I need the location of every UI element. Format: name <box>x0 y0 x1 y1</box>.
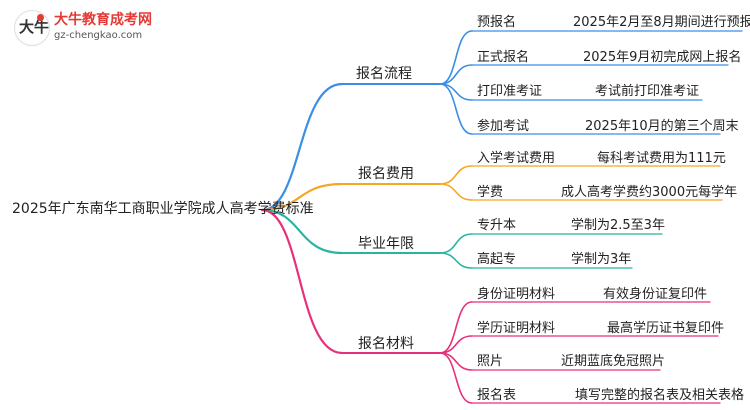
logo-url: gz-chengkao.com <box>54 30 143 41</box>
branch-graduation-years: 毕业年限 <box>358 236 414 252</box>
leaf-label: 正式报名 <box>477 50 530 65</box>
logo-dot <box>37 14 44 21</box>
leaf-label: 高起专 <box>477 252 517 267</box>
leaf-value: 最高学历证书复印件 <box>607 321 725 336</box>
branch-to-leaf-line <box>439 83 473 135</box>
leaf-value: 填写完整的报名表及相关表格 <box>575 388 745 403</box>
branch-to-leaf-line <box>439 301 473 354</box>
branch-to-leaf-line <box>439 165 473 185</box>
leaf-label: 预报名 <box>477 15 517 30</box>
branch-to-leaf-line <box>439 30 473 85</box>
leaf-value: 考试前打印准考证 <box>595 84 700 99</box>
leaf-value: 2025年9月初完成网上报名 <box>583 50 742 65</box>
branch-to-leaf-line <box>439 335 473 354</box>
branch-to-leaf-line <box>439 183 473 201</box>
logo-mark-text: 大牛 <box>19 18 50 36</box>
site-logo[interactable]: 大牛 大牛教育成考网 gz-chengkao.com <box>14 8 164 52</box>
leaf-label: 打印准考证 <box>477 84 543 99</box>
leaf-label: 专升本 <box>477 218 517 233</box>
branch-to-leaf-line <box>439 233 473 254</box>
leaf-value: 近期蓝底免冠照片 <box>561 354 666 369</box>
branch-to-leaf-line <box>439 252 473 269</box>
logo-name: 大牛教育成考网 <box>54 12 152 28</box>
leaf-value: 每科考试费用为111元 <box>597 151 726 166</box>
leaf-label: 入学考试费用 <box>477 151 556 166</box>
leaf-label: 学历证明材料 <box>477 321 556 336</box>
branch-to-leaf-line <box>439 352 473 371</box>
branch-to-leaf-line <box>439 64 473 85</box>
leaf-value: 有效身份证复印件 <box>603 287 708 302</box>
leaf-value: 成人高考学费约3000元每学年 <box>561 185 738 200</box>
leaf-label: 照片 <box>477 354 504 369</box>
root-topic: 2025年广东南华工商职业学院成人高考学费标准 <box>12 201 314 217</box>
root-to-branch-line <box>260 82 344 212</box>
leaf-value: 2025年10月的第三个周末 <box>585 119 739 134</box>
root-to-branch-line <box>260 182 344 212</box>
leaf-label: 学费 <box>477 185 504 200</box>
root-to-branch-line <box>260 208 344 355</box>
logo-mark-icon: 大牛 <box>14 10 50 46</box>
root-to-branch-line <box>260 208 344 255</box>
leaf-label: 参加考试 <box>477 119 530 134</box>
leaf-value: 学制为3年 <box>571 252 632 267</box>
branch-registration-fees: 报名费用 <box>358 166 414 182</box>
branch-registration-materials: 报名材料 <box>358 336 414 352</box>
leaf-label: 报名表 <box>477 388 517 403</box>
branch-registration-process: 报名流程 <box>356 66 412 82</box>
leaf-value: 学制为2.5至3年 <box>571 218 665 233</box>
leaf-value: 2025年2月至8月期间进行预报名 <box>573 15 750 30</box>
branch-to-leaf-line <box>439 352 473 404</box>
leaf-label: 身份证明材料 <box>477 287 556 302</box>
